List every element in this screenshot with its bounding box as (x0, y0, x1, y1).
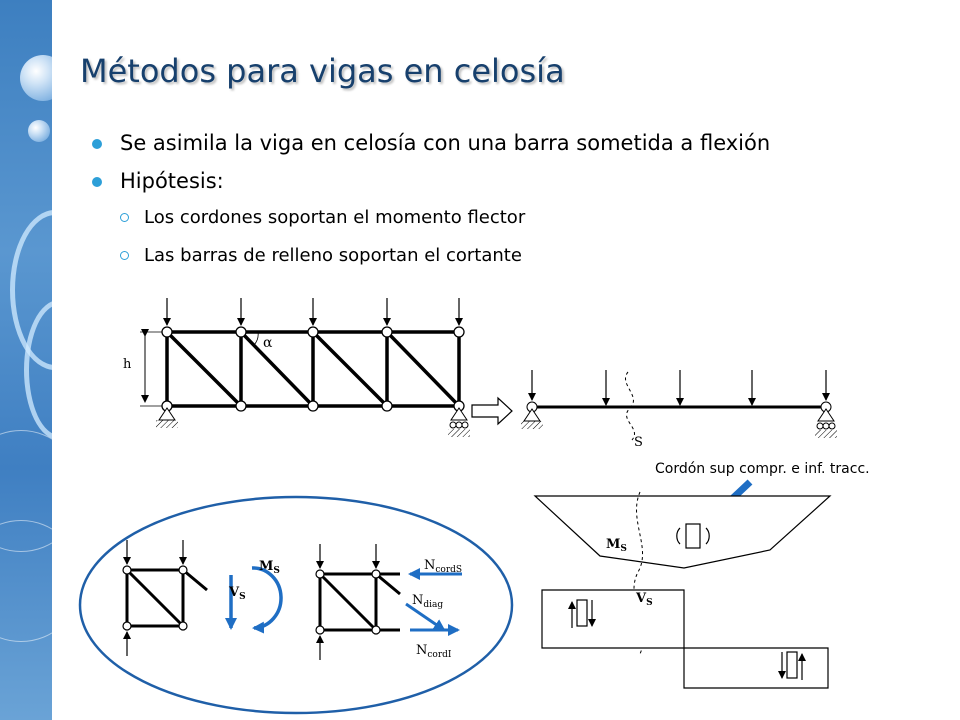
equivalence-arrow-icon (471, 396, 513, 426)
bullet-list: Se asimila la viga en celosía con una ba… (92, 130, 952, 282)
pin-support-icon (156, 407, 178, 428)
beam-diagram: S (521, 370, 837, 450)
height-label: h (123, 357, 132, 372)
sub-bullet-item: Los cordones soportan el momento flector (92, 206, 952, 230)
detail-moment-label: MS (259, 559, 280, 576)
detail-free-body-left: MS VS (122, 540, 283, 656)
sub-bullet-item: Las barras de relleno soportan el cortan… (92, 244, 952, 268)
page-title: Métodos para vigas en celosía (80, 52, 565, 90)
detail-ellipse (78, 495, 514, 715)
shear-label: VS (635, 591, 653, 608)
section-label: S (634, 435, 643, 450)
moment-couple-icon (676, 523, 710, 549)
roller-support-icon (815, 408, 837, 438)
n-cord-sup-label: NcordS (424, 558, 462, 575)
moment-label: MS (606, 537, 627, 554)
pin-support-icon (521, 408, 543, 429)
roller-support-icon (448, 407, 470, 437)
sidebar-decoration (0, 0, 52, 720)
bullet-item: Se asimila la viga en celosía con una ba… (92, 130, 952, 156)
flower-decoration (0, 520, 52, 642)
shear-couple-icon (568, 599, 596, 628)
angle-label: α (263, 335, 273, 351)
bubble-decoration (28, 120, 50, 142)
moment-arrow-icon (251, 566, 283, 634)
bullet-item: Hipótesis: (92, 168, 952, 194)
bubble-decoration (20, 55, 52, 101)
n-diag-label: Ndiag (412, 593, 443, 610)
shear-diagram: VS (541, 589, 829, 689)
shear-couple-icon (778, 651, 806, 680)
moment-diagram: MS (533, 495, 832, 569)
force-arrow-icon (405, 602, 446, 632)
detail-free-body-right: NcordS Ndiag NcordI (315, 544, 462, 660)
diagram-caption: Cordón sup compr. e inf. tracc. (655, 461, 870, 477)
n-cord-inf-label: NcordI (416, 643, 452, 660)
detail-shear-label: VS (228, 585, 246, 602)
truss-diagram: h α (123, 298, 470, 437)
